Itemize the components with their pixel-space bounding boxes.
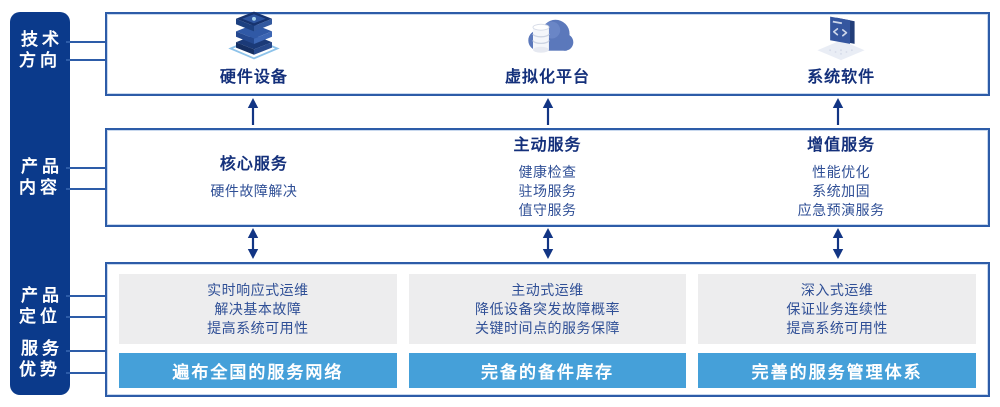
sidebar-label-product-content: 产品 内容 — [19, 157, 63, 197]
double-arrow — [246, 228, 260, 264]
advantage-bar-service-management: 完善的服务管理体系 — [698, 353, 976, 388]
position-panel: 实时响应式运维 解决基本故障 提高系统可用性 — [119, 274, 397, 344]
content-title: 核心服务 — [219, 156, 288, 173]
up-arrow — [831, 98, 845, 130]
cloud-database-icon — [518, 14, 578, 62]
position-col-proactive: 主动式运维 降低设备突发故障概率 关键时间点的服务保障 完备的备件库存 — [408, 274, 687, 388]
position-point: 提高系统可用性 — [207, 319, 309, 336]
connector-line — [66, 295, 107, 297]
content-item: 应急预演服务 — [797, 202, 885, 218]
connector-line — [66, 316, 107, 318]
content-col-core-service: 核心服务 硬件故障解决 — [107, 130, 401, 225]
up-arrow — [246, 98, 260, 130]
connector-line — [66, 372, 107, 374]
server-stack-icon — [225, 8, 283, 62]
tech-col-virtualization: 虚拟化平台 — [401, 14, 695, 94]
connector-line — [66, 350, 107, 352]
product-content-box: 核心服务 硬件故障解决 主动服务 健康检查 驻场服务 值守服务 增值服务 性能优… — [105, 128, 990, 227]
up-arrow — [541, 98, 555, 130]
tech-col-system-software: 系统软件 — [694, 14, 988, 94]
connector-line — [66, 59, 107, 61]
tech-direction-box: 硬件设备 虚拟化平台 — [105, 11, 990, 96]
double-arrow — [831, 228, 845, 264]
position-panel: 主动式运维 降低设备突发故障概率 关键时间点的服务保障 — [408, 274, 687, 344]
content-item: 值守服务 — [518, 202, 577, 218]
tech-label-system-software: 系统软件 — [807, 69, 876, 86]
connector-line — [66, 167, 107, 169]
tech-label-hardware: 硬件设备 — [219, 69, 288, 86]
code-window-icon — [812, 13, 870, 62]
content-item: 驻场服务 — [518, 183, 577, 199]
content-item: 系统加固 — [812, 183, 871, 199]
position-point: 实时响应式运维 — [207, 281, 309, 298]
product-position-box: 实时响应式运维 解决基本故障 提高系统可用性 遍布全国的服务网络 主动式运维 降… — [105, 262, 990, 397]
position-point: 深入式运维 — [800, 281, 874, 298]
sidebar-label-product-position: 产品 定位 — [19, 286, 63, 326]
position-panel: 深入式运维 保证业务连续性 提高系统可用性 — [698, 274, 976, 344]
connector-line — [66, 41, 107, 43]
tech-label-virtualization: 虚拟化平台 — [505, 69, 591, 86]
tech-col-hardware: 硬件设备 — [107, 11, 401, 94]
content-title: 增值服务 — [807, 137, 876, 154]
connector-line — [66, 188, 107, 190]
sidebar-label-service-advantage: 服务 优势 — [19, 339, 63, 379]
advantage-bar-spare-parts: 完备的备件库存 — [408, 353, 687, 388]
double-arrow — [541, 228, 555, 264]
content-item: 硬件故障解决 — [210, 183, 298, 199]
position-point: 关键时间点的服务保障 — [474, 319, 620, 336]
position-point: 提高系统可用性 — [786, 319, 888, 336]
content-item: 健康检查 — [518, 164, 577, 180]
sidebar-label-tech-direction: 技术 方向 — [19, 30, 63, 70]
content-title: 主动服务 — [513, 137, 582, 154]
position-point: 解决基本故障 — [214, 300, 302, 317]
category-sidebar — [10, 12, 70, 395]
content-item: 性能优化 — [812, 164, 871, 180]
advantage-bar-service-network: 遍布全国的服务网络 — [119, 353, 397, 388]
position-point: 保证业务连续性 — [786, 300, 888, 317]
position-col-indepth: 深入式运维 保证业务连续性 提高系统可用性 完善的服务管理体系 — [698, 274, 976, 388]
content-col-active-service: 主动服务 健康检查 驻场服务 值守服务 — [401, 130, 695, 225]
position-point: 主动式运维 — [511, 281, 584, 298]
content-col-value-added-service: 增值服务 性能优化 系统加固 应急预演服务 — [694, 130, 988, 225]
position-point: 降低设备突发故障概率 — [474, 300, 620, 317]
position-col-realtime: 实时响应式运维 解决基本故障 提高系统可用性 遍布全国的服务网络 — [119, 274, 397, 388]
